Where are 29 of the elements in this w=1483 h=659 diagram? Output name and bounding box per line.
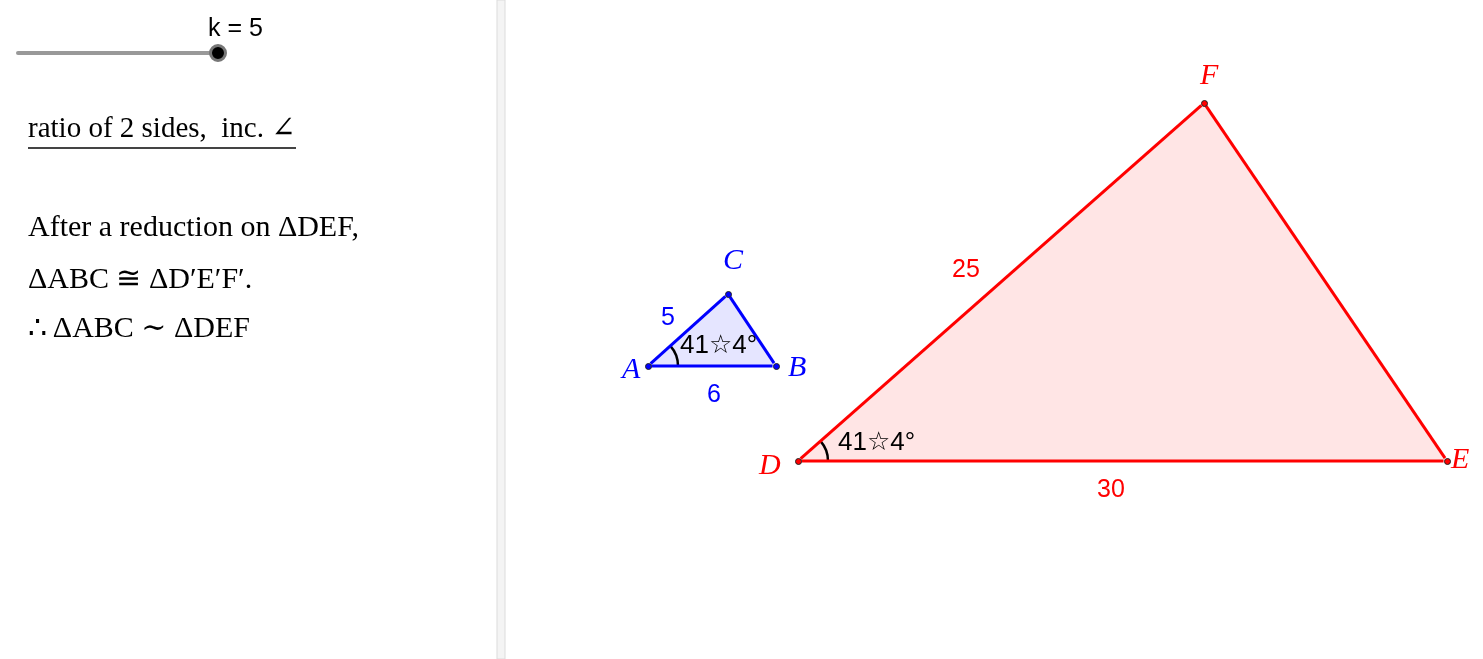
triangle-side [1204,105,1447,459]
triangle-side [651,364,773,368]
point-label: D [759,449,781,479]
angle-label: 41☆4° [680,329,758,361]
point-label: B [788,351,807,381]
triangle-side [799,104,1203,460]
statement-text: ΔABC ≅ ΔD′E′F′. [28,260,253,296]
point-dot [794,457,802,465]
point-label: A [622,353,641,383]
heading-text: ratio of 2 sides, inc. ∠ [28,110,296,149]
side-length-label: 6 [707,378,721,408]
triangle-side [649,295,727,365]
slider-value: k = 5 [208,12,263,42]
side-length-label: 30 [1097,473,1125,503]
point-dot [1200,99,1208,107]
point-label: E [1451,443,1470,473]
point-dot [644,362,652,370]
side-length-label: 25 [952,253,980,283]
triangle-side [801,459,1444,463]
statement-text: ∴ ΔABC ∼ ΔDEF [28,309,250,345]
point-dot [772,362,780,370]
point-label: C [723,244,743,274]
point-label: F [1200,59,1219,89]
point-dot [724,290,732,298]
point-dot [1443,457,1451,465]
statement-text: After a reduction on ΔDEF, [28,208,359,244]
side-length-label: 5 [661,301,675,331]
angle-label: 41☆4° [838,426,916,458]
triangle-side [728,296,776,364]
